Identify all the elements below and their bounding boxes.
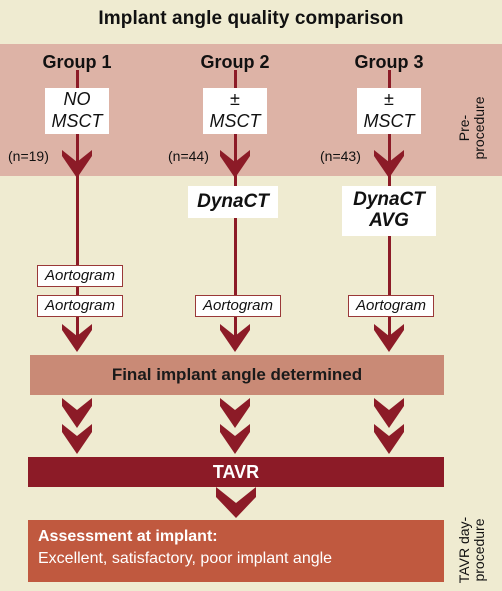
assessment-box: Assessment at implant: Excellent, satisf…	[28, 520, 444, 582]
group3-imaging-box: ± MSCT	[357, 88, 421, 134]
group2-count: (n=44)	[168, 148, 209, 164]
group2-imaging-line2: MSCT	[209, 111, 261, 131]
group3-dynact-box: DynaCT AVG	[342, 186, 436, 236]
group2-aortogram: Aortogram	[195, 295, 281, 317]
assessment-heading: Assessment at implant:	[38, 528, 218, 545]
group2-title: Group 2	[200, 52, 270, 72]
group3-aortogram: Aortogram	[348, 295, 434, 317]
final-angle-box: Final implant angle determined	[30, 355, 444, 395]
tavr-box: TAVR	[28, 457, 444, 487]
group1-imaging-line1: NO	[63, 89, 91, 109]
assessment-text: Excellent, satisfactory, poor implant an…	[38, 550, 333, 567]
group1-aortogram-2: Aortogram	[37, 295, 123, 317]
group3-dynact-label: DynaCT	[353, 189, 425, 210]
diagram-title: Implant angle quality comparison	[98, 8, 404, 29]
group3-avg-label: AVG	[369, 210, 409, 231]
group2-imaging-line1: ±	[230, 89, 240, 109]
group1-connector	[76, 70, 79, 345]
group1-imaging-box: NO MSCT	[45, 88, 109, 134]
group1-count: (n=19)	[8, 148, 49, 164]
group2-imaging-box: ± MSCT	[203, 88, 267, 134]
group3-count: (n=43)	[320, 148, 361, 164]
group1-imaging-line2: MSCT	[51, 111, 103, 131]
group2-dynact-label: DynaCT	[197, 191, 269, 212]
group3-imaging-line1: ±	[384, 89, 394, 109]
group1-title: Group 1	[42, 52, 112, 72]
group3-imaging-line2: MSCT	[363, 111, 415, 131]
group2-dynact-box: DynaCT	[188, 186, 278, 218]
group3-title: Group 3	[354, 52, 424, 72]
group1-aortogram-1: Aortogram	[37, 265, 123, 287]
